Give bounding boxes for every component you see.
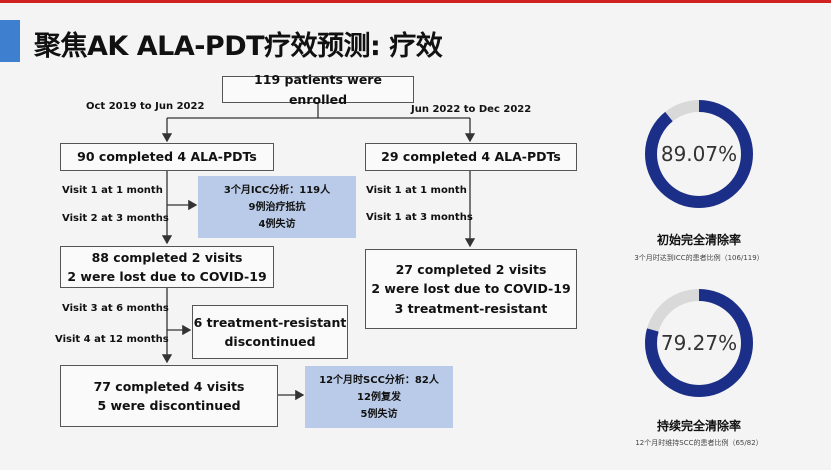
scc-rate-ring bbox=[643, 287, 755, 399]
left-visit3-label: Visit 3 at 6 months bbox=[62, 303, 169, 314]
scc-rate-subtitle: 12个月时维持SCC的患者比例（65/82） bbox=[635, 439, 763, 447]
scc-ring-arc bbox=[645, 289, 753, 397]
right-period-label: Jun 2022 to Dec 2022 bbox=[411, 104, 532, 115]
right-two-visits-line2: 2 were lost due to COVID-19 bbox=[371, 281, 571, 297]
enrolled-text: 119 patients were enrolled bbox=[254, 72, 382, 107]
left-visit2-label: Visit 2 at 3 months bbox=[62, 213, 169, 224]
resistant-line2: discontinued bbox=[224, 334, 316, 349]
left-completed-text: 90 completed 4 ALA-PDTs bbox=[77, 149, 257, 165]
scc-line3: 5例失访 bbox=[360, 408, 398, 420]
icc-line3: 4例失访 bbox=[258, 218, 296, 230]
scc-line2: 12例复发 bbox=[357, 391, 401, 403]
icc-line1: 3个月ICC分析：119人 bbox=[223, 184, 331, 196]
left-completed-box: 90 completed 4 ALA-PDTs bbox=[60, 143, 274, 171]
page-title: 聚焦AK ALA-PDT疗效预测: 疗效 bbox=[34, 31, 443, 62]
icc-rate-title: 初始完全清除率 bbox=[656, 233, 741, 247]
resistant-box: 6 treatment-resistant discontinued bbox=[192, 305, 348, 359]
right-completed-text: 29 completed 4 ALA-PDTs bbox=[381, 149, 561, 165]
enrolled-box: 119 patients were enrolled bbox=[222, 72, 414, 107]
right-completed-box: 29 completed 4 ALA-PDTs bbox=[365, 143, 577, 171]
top-red-line bbox=[0, 0, 831, 3]
icc-rate-subtitle: 3个月时达到ICC的患者比例（106/119） bbox=[634, 254, 764, 262]
scc-rate-title: 持续完全清除率 bbox=[656, 419, 741, 433]
resistant-line1: 6 treatment-resistant bbox=[193, 314, 347, 330]
right-visit2-label: Visit 1 at 3 months bbox=[366, 212, 473, 223]
left-period-label: Oct 2019 to Jun 2022 bbox=[86, 101, 205, 112]
left-visit4-label: Visit 4 at 12 months bbox=[55, 334, 169, 345]
title-accent-bar bbox=[0, 20, 20, 62]
right-visit1-label: Visit 1 at 1 month bbox=[366, 185, 467, 196]
scc-line1: 12个月时SCC分析：82人 bbox=[319, 374, 439, 386]
left-four-visits-box: 77 completed 4 visits 5 were discontinue… bbox=[60, 365, 278, 427]
left-four-visits-line1: 77 completed 4 visits bbox=[93, 378, 245, 394]
scc-rate-ring-svg bbox=[645, 289, 753, 397]
icc-rate-ring bbox=[643, 98, 755, 210]
icc-rate-ring-svg bbox=[645, 100, 753, 208]
icc-analysis-box: 3个月ICC分析：119人 9例治疗抵抗 4例失访 bbox=[198, 176, 356, 238]
left-four-visits-line2: 5 were discontinued bbox=[97, 398, 241, 413]
scc-rate-percent: 79.27% bbox=[660, 331, 738, 355]
right-two-visits-line1: 27 completed 2 visits bbox=[395, 261, 547, 277]
left-two-visits-line2: 2 were lost due to COVID-19 bbox=[67, 269, 267, 284]
icc-line2: 9例治疗抵抗 bbox=[248, 201, 306, 213]
left-two-visits-line1: 88 completed 2 visits bbox=[91, 249, 243, 265]
left-visit1-label: Visit 1 at 1 month bbox=[62, 185, 163, 196]
icc-rate-percent: 89.07% bbox=[660, 142, 738, 166]
scc-analysis-box: 12个月时SCC分析：82人 12例复发 5例失访 bbox=[305, 366, 453, 428]
icc-ring-arc bbox=[645, 100, 753, 208]
right-two-visits-line3: 3 treatment-resistant bbox=[394, 300, 548, 316]
right-two-visits-box: 27 completed 2 visits 2 were lost due to… bbox=[365, 249, 577, 329]
left-two-visits-box: 88 completed 2 visits 2 were lost due to… bbox=[60, 246, 274, 288]
